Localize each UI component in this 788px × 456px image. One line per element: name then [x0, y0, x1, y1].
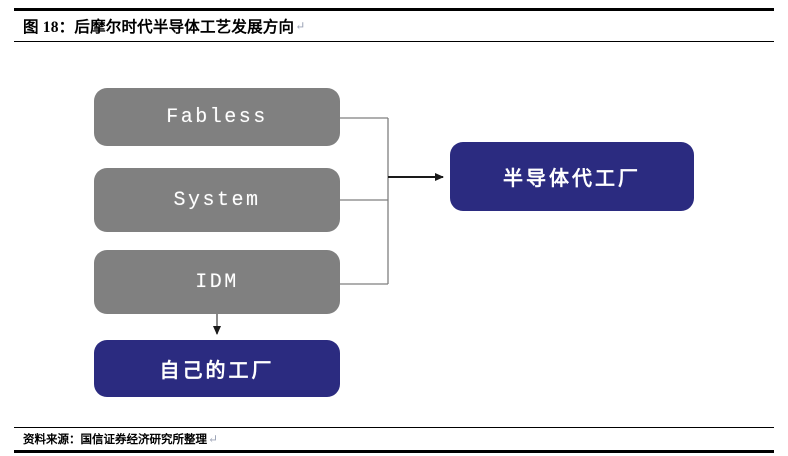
paragraph-mark-icon: ↵ [295, 18, 306, 33]
node-system[interactable]: System [94, 168, 340, 232]
node-fabless-label: Fabless [166, 105, 268, 129]
node-system-label: System [173, 188, 261, 212]
node-own-fab[interactable]: 自己的工厂 [94, 340, 340, 397]
figure-source-bar: 资料来源：国信证券经济研究所整理↵ [14, 427, 774, 453]
source-label: 资料来源：国信证券经济研究所整理 [23, 434, 207, 446]
node-foundry-label: 半导体代工厂 [503, 168, 641, 190]
node-idm[interactable]: IDM [94, 250, 340, 314]
node-fabless[interactable]: Fabless [94, 88, 340, 146]
node-foundry[interactable]: 半导体代工厂 [450, 142, 694, 211]
paragraph-mark-icon-footer: ↵ [208, 431, 219, 446]
page-title: 图 18：后摩尔时代半导体工艺发展方向 [23, 19, 295, 36]
node-own-fab-label: 自己的工厂 [159, 360, 275, 382]
figure-title-bar: 图 18：后摩尔时代半导体工艺发展方向↵ [14, 8, 774, 42]
node-idm-label: IDM [195, 270, 239, 294]
diagram-canvas: Fabless System IDM 自己的工厂 半导体代工厂 [0, 44, 788, 426]
